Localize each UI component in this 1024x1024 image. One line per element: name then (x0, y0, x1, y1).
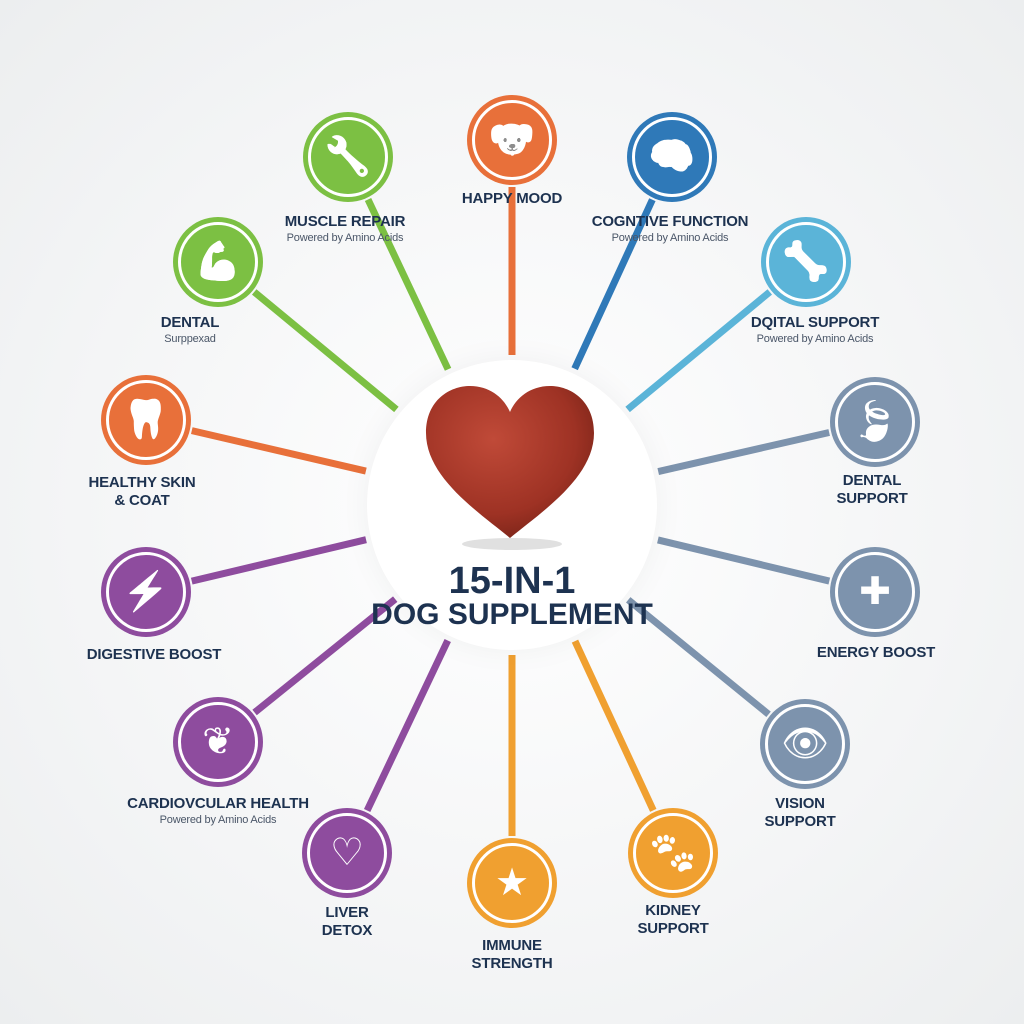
benefit-badge: 👁 (760, 699, 850, 789)
benefit-title: LIVER (325, 904, 369, 921)
benefit-title: COGNTIVE FUNCTION (591, 213, 749, 230)
benefit-label: CARDIOVCULAR HEALTH Powered by Amino Acid… (127, 795, 309, 827)
tooth-icon: 🦷 (122, 399, 170, 441)
benefit-label: COGNTIVE FUNCTION Powered by Amino Acids (592, 213, 749, 245)
brain-icon: 🧠 (648, 136, 696, 178)
badge-ring (106, 380, 186, 460)
benefit-subtitle: Powered by Amino Acids (611, 232, 729, 244)
benefit-title: ENERGY BOOST (816, 644, 936, 661)
benefit-subtitle: Powered by Amino Acids (286, 232, 404, 244)
benefit-subtitle: Powered by Amino Acids (756, 333, 874, 345)
title-line-2: DOG SUPPLEMENT (371, 598, 653, 631)
connector-line (251, 289, 399, 413)
connector-line (571, 198, 656, 371)
benefit-badge: ★ (467, 838, 557, 928)
benefit-label: DENTAL Surppexad (161, 314, 220, 346)
badge-ring (178, 222, 258, 302)
benefit-badge: 🧠 (627, 112, 717, 202)
muscle-arm-icon: 💪 (194, 241, 242, 283)
benefit-title: VISION (775, 795, 825, 812)
benefit-badge: 🐶 (467, 95, 557, 185)
connector-line (626, 597, 771, 718)
benefit-title-line2: STRENGTH (471, 955, 553, 972)
connector-line (364, 198, 452, 371)
benefit-badge: ♡ (302, 808, 392, 898)
benefit-title: IMMUNE (482, 937, 542, 954)
benefit-title-line2: SUPPORT (836, 490, 908, 507)
benefit-title: MUSCLE REPAIR (284, 213, 406, 230)
connector-line (625, 289, 773, 413)
heartbeat-icon: ♡ (329, 832, 365, 874)
connector-line (657, 536, 831, 585)
badge-ring (178, 702, 258, 782)
connector-line (571, 639, 657, 812)
benefit-title-line2: DETOX (321, 922, 373, 939)
benefit-label: ENERGY BOOST (817, 644, 935, 662)
benefit-label: MUSCLE REPAIR Powered by Amino Acids (284, 213, 406, 245)
benefit-badge: ✚ (830, 547, 920, 637)
paw-icon: 🐾 (649, 832, 697, 874)
heart-treat-image (426, 386, 594, 550)
benefit-label: HAPPY MOOD (462, 190, 562, 208)
benefit-title: DIGESTIVE BOOST (86, 646, 222, 663)
leaf-icon: 🍃 (851, 401, 899, 443)
badge-ring (472, 843, 552, 923)
badge-ring (472, 100, 552, 180)
kidney-icon: ❦ (202, 721, 234, 763)
tools-icon: 🔧 (324, 136, 372, 178)
badge-ring (632, 117, 712, 197)
benefit-badge: 🦴 (761, 217, 851, 307)
shield-star-icon: ★ (494, 862, 530, 904)
benefit-badge: ⚡ (101, 547, 191, 637)
connector-line (252, 596, 398, 716)
lightning-icon: ⚡ (122, 571, 170, 613)
badge-ring (307, 813, 387, 893)
benefit-title-line2: SUPPORT (637, 920, 709, 937)
benefit-title: DENTAL (842, 472, 902, 489)
badge-ring (835, 552, 915, 632)
benefit-label: DIGESTIVE BOOST (87, 646, 222, 664)
benefit-badge: 🐾 (628, 808, 718, 898)
benefit-subtitle: Surppexad (164, 333, 216, 345)
benefit-title: DENTAL (160, 314, 220, 331)
eye-icon: 👁 (780, 723, 830, 765)
benefit-label: DQITAL SUPPORT Powered by Amino Acids (750, 314, 880, 346)
benefit-title: CARDIOVCULAR HEALTH (127, 795, 309, 812)
benefit-title: KIDNEY (645, 902, 701, 919)
dog-face-icon: 🐶 (488, 119, 536, 161)
benefit-badge: 🦷 (101, 375, 191, 465)
connector-line (190, 427, 367, 475)
title-line-1: 15-IN-1 (448, 560, 576, 602)
benefit-title-line2: & COAT (114, 492, 170, 509)
benefit-title-line2: SUPPORT (764, 813, 836, 830)
badge-ring (765, 704, 845, 784)
badge-ring (835, 382, 915, 462)
badge-ring (633, 813, 713, 893)
badge-ring (766, 222, 846, 302)
badge-ring (106, 552, 186, 632)
benefit-subtitle: Powered by Amino Acids (159, 814, 277, 826)
liver-icon: ✚ (859, 571, 891, 613)
benefit-title: DQITAL SUPPORT (750, 314, 880, 331)
benefit-badge: ❦ (173, 697, 263, 787)
benefit-badge: 🔧 (303, 112, 393, 202)
badge-ring (308, 117, 388, 197)
benefit-title: HEALTHY SKIN (88, 474, 196, 491)
joint-icon: 🦴 (782, 241, 830, 283)
benefit-title: HAPPY MOOD (461, 190, 563, 207)
benefit-label: HEALTHY SKIN& COAT (88, 474, 195, 510)
connector-line (657, 429, 830, 475)
connector-line (190, 536, 367, 585)
benefit-badge: 💪 (173, 217, 263, 307)
connector-line (363, 639, 451, 813)
benefit-badge: 🍃 (830, 377, 920, 467)
